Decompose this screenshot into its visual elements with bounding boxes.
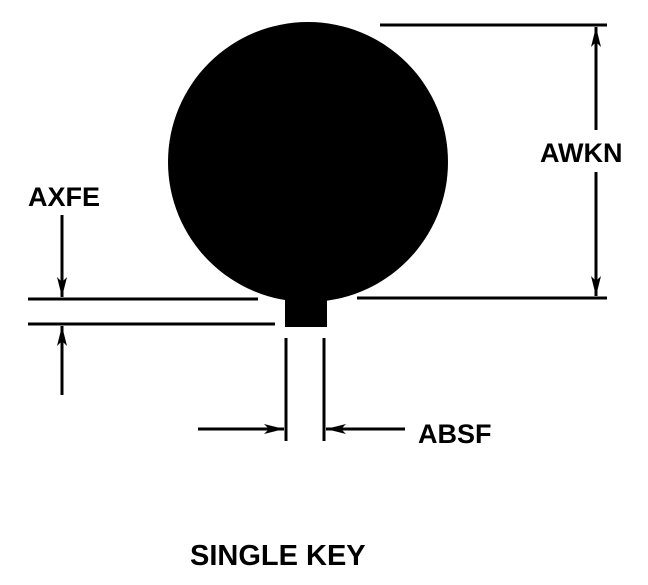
key-head [168,22,448,302]
axfe-label: AXFE [28,182,100,212]
absf-label: ABSF [418,419,492,449]
key-stem [285,290,327,327]
diagram-title: SINGLE KEY [190,540,366,572]
awkn-label: AWKN [540,138,623,168]
